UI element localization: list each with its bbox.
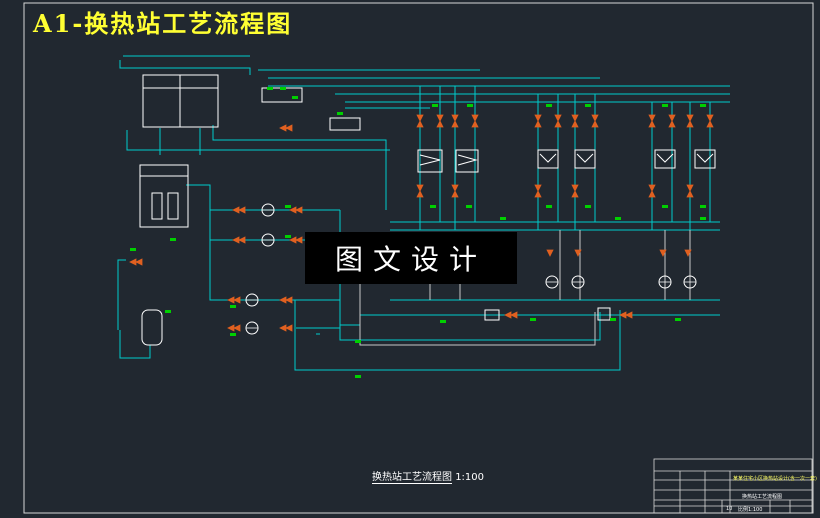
title-block-project: 某某住宅小区换热站设计(含一次一套) <box>733 476 817 482</box>
drawing-caption: 换热站工艺流程图 1:100 <box>372 468 485 484</box>
exchanger-risers <box>419 86 711 230</box>
equipment <box>139 74 716 346</box>
title-block <box>653 458 813 514</box>
heat-exchanger-5 <box>654 149 676 169</box>
caption-main: 换热站工艺流程图 <box>372 472 452 484</box>
expansion-tank <box>141 309 163 346</box>
drawing-title: A1-换热站工艺流程图 <box>33 9 293 38</box>
heat-exchanger-3 <box>537 149 559 169</box>
dirt-separator <box>484 309 500 321</box>
heat-exchanger-6 <box>694 149 716 169</box>
primary-pipework <box>117 55 730 371</box>
title-block-scale: 比例1:100 <box>738 507 763 513</box>
caption-scale: 1:100 <box>455 472 485 483</box>
valves <box>129 114 714 332</box>
watermark-label: 图文设计 <box>305 232 517 284</box>
distributor-2 <box>329 117 361 131</box>
heat-exchanger-2 <box>455 149 479 173</box>
heat-exchanger-4 <box>574 149 596 169</box>
drawing-frame <box>23 2 814 514</box>
distributor-1 <box>261 87 303 103</box>
title-block-drawing-name: 换热站工艺流程图 <box>742 494 783 500</box>
water-softener <box>139 164 189 228</box>
instrument-tags <box>130 87 706 378</box>
heat-exchanger-1 <box>417 149 443 173</box>
title-block-sheet: 10 <box>726 506 733 512</box>
